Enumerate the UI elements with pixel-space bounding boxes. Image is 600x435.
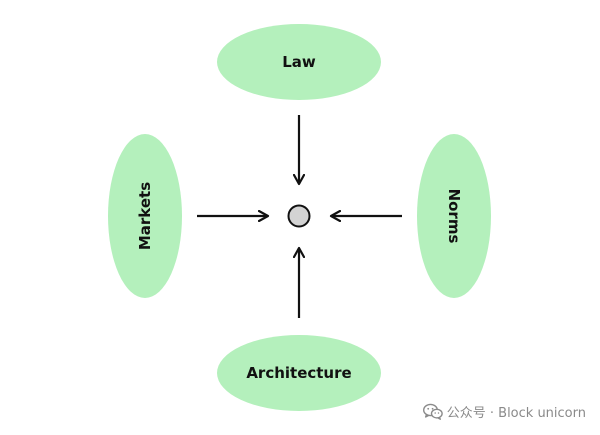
markets-ellipse [108, 134, 182, 298]
markets-label: Markets [136, 182, 154, 250]
law-ellipse [217, 24, 381, 100]
norms-label: Norms [445, 189, 463, 244]
norms-ellipse [417, 134, 491, 298]
center-dot [287, 204, 311, 228]
watermark-text: 公众号 · Block unicorn [446, 406, 586, 421]
markets-node: Markets [108, 134, 182, 298]
watermark: 公众号 · Block unicorn [422, 402, 586, 421]
architecture-label: Architecture [246, 364, 351, 382]
wechat-icon [422, 403, 443, 420]
law-node: Law [217, 24, 381, 100]
architecture-node: Architecture [217, 335, 381, 411]
law-label: Law [282, 53, 316, 71]
architecture-ellipse [217, 335, 381, 411]
norms-node: Norms [417, 134, 491, 298]
